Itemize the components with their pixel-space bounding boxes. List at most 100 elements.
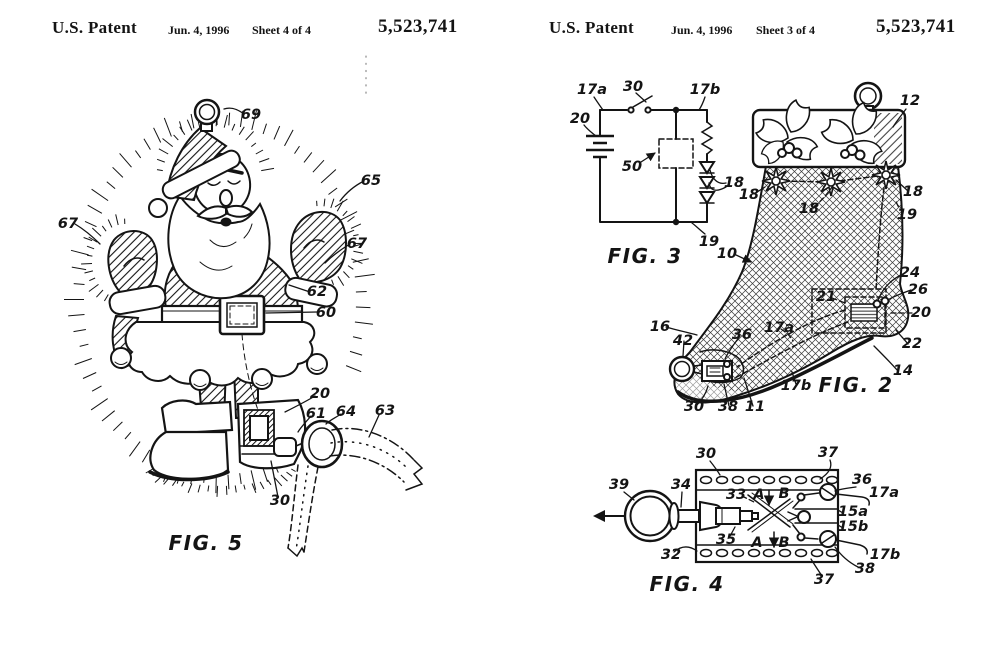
fig4-ref-15b: 15b [838,519,869,535]
stocking-sole [676,336,874,403]
fig5-burst-left-mitten [81,214,126,303]
fig2-ref-10: 10 [717,246,737,262]
fig4-ref-30: 30 [696,446,716,462]
mustache-left [196,205,227,220]
left-header-date: Jun. 4, 1996 [168,23,230,37]
resistor-symbol [700,121,714,163]
vent-holes-top [699,475,839,485]
left-boot-cuff [160,399,234,436]
fig5-ref-67-left: 67 [58,216,79,232]
fig2-ref-20: 20 [911,305,931,321]
fig2-ref-17b: 17b [781,378,812,394]
fig4-ref-32: 32 [661,547,681,563]
star-lamp-mid [816,167,846,197]
fig2-ref-26: 26 [908,282,928,298]
star-lamp-left [761,166,791,196]
belt-buckle-battery [218,294,266,336]
fig5-ref-30: 30 [270,493,290,509]
vent-holes-bottom [699,548,839,558]
fig3-ref-17a: 17a [577,82,607,98]
fig3-ref-20: 20 [570,111,590,127]
fig5-ref-62: 62 [307,284,327,300]
lamp-wire-down [875,187,885,291]
right-header-patent-number: 5,523,741 [876,16,956,37]
fig5-ref-65: 65 [361,173,381,189]
fig3-ref-18: 18 [724,175,744,191]
led-symbols [698,161,716,223]
fig4-ref-34: 34 [671,477,691,493]
fig4-ref-17a: 17a [869,485,899,501]
fig5-ref-61: 61 [306,406,326,422]
fig5-ref-63: 63 [375,403,395,419]
right-header-title: U.S. Patent [549,18,634,37]
fig4-pull-mechanism: 30 37 39 34 36 17a 33 A B 15a 15b 35 A B… [593,445,900,596]
left-boot [149,430,230,481]
stocking-cuff [751,97,907,169]
fig4-leader-lines [623,459,859,577]
fig4-ref-39: 39 [609,477,629,493]
toe-mechanism [668,349,745,384]
fig2-ref-17a: 17a [764,320,794,336]
texture-fade [660,340,844,402]
junction-dot-top [672,106,680,114]
pull-direction-arrow [593,510,605,522]
fig4-ref-38: 38 [855,561,875,577]
fig4-ref-b-top: B [778,486,789,502]
fig3-leader-lines [583,92,727,235]
fig2-ref-18-right: 18 [903,184,923,200]
fig4-caption: FIG. 4 [650,572,725,596]
hidden-wire [241,333,259,411]
fig2-ref-21: 21 [816,289,836,305]
hanger-ring [193,98,221,132]
pull-ring-39 [593,489,677,543]
stocking-body-texture [674,166,909,403]
fig2-ref-16: 16 [650,319,670,335]
left-header-sheet: Sheet 4 of 4 [252,23,311,37]
switch-symbol [627,95,653,114]
lamp-wire [775,174,887,183]
right-mitten [290,211,347,284]
fig2-ref-18-mid: 18 [799,201,819,217]
fig5-santa-body [107,98,424,558]
fig2-ref-38: 38 [718,399,738,415]
fig2-ref-22: 22 [902,336,922,352]
fig4-ref-37-top: 37 [818,445,839,461]
fig2-ref-18-left: 18 [739,187,759,203]
beard [167,194,271,300]
fig5-ref-20: 20 [310,386,330,402]
battery-symbol [586,134,614,159]
fig4-ref-15a: 15a [838,504,868,520]
junction-dot-bottom [672,218,680,226]
pull-ring [300,419,344,469]
plunger-assembly [668,500,759,532]
hat [148,126,241,218]
fig5-ref-69: 69 [241,107,261,123]
circuit-wires [599,109,708,223]
mouth [220,217,232,227]
battery-compartment [811,288,890,334]
fig5-burst-right-mitten [316,198,364,286]
fig3-caption: FIG. 3 [608,244,683,268]
fig5-caption: FIG. 5 [169,531,244,555]
fig3-circuit: 17a 30 17b 20 50 18 19 FIG. 3 [570,79,744,268]
left-cuff [108,284,167,316]
ribbon [287,427,424,558]
holly-decoration [753,97,885,168]
jingle-balls [110,347,328,391]
wire-17a [736,309,846,368]
fig2-ref-24: 24 [900,265,920,281]
fig2-ref-42: 42 [672,333,693,349]
fig2-ref-11: 11 [745,399,765,415]
right-cuff [284,276,339,308]
fig2-leader-lines [665,108,913,407]
fig3-ref-17b: 17b [690,82,721,98]
fig5-ref-67-right: 67 [347,236,368,252]
wire-17b [734,321,849,379]
fig4-ref-35: 35 [716,532,736,548]
fig5-santa-ornament: 69 65 67 67 62 60 20 61 64 63 30 FIG. 5 [58,98,424,558]
fig3-ref-30: 30 [623,79,643,95]
spring-contacts [747,483,870,555]
flasher-box [658,138,694,169]
fig2-stocking: 12 18 18 18 19 10 24 26 21 20 16 42 36 1… [650,81,931,415]
